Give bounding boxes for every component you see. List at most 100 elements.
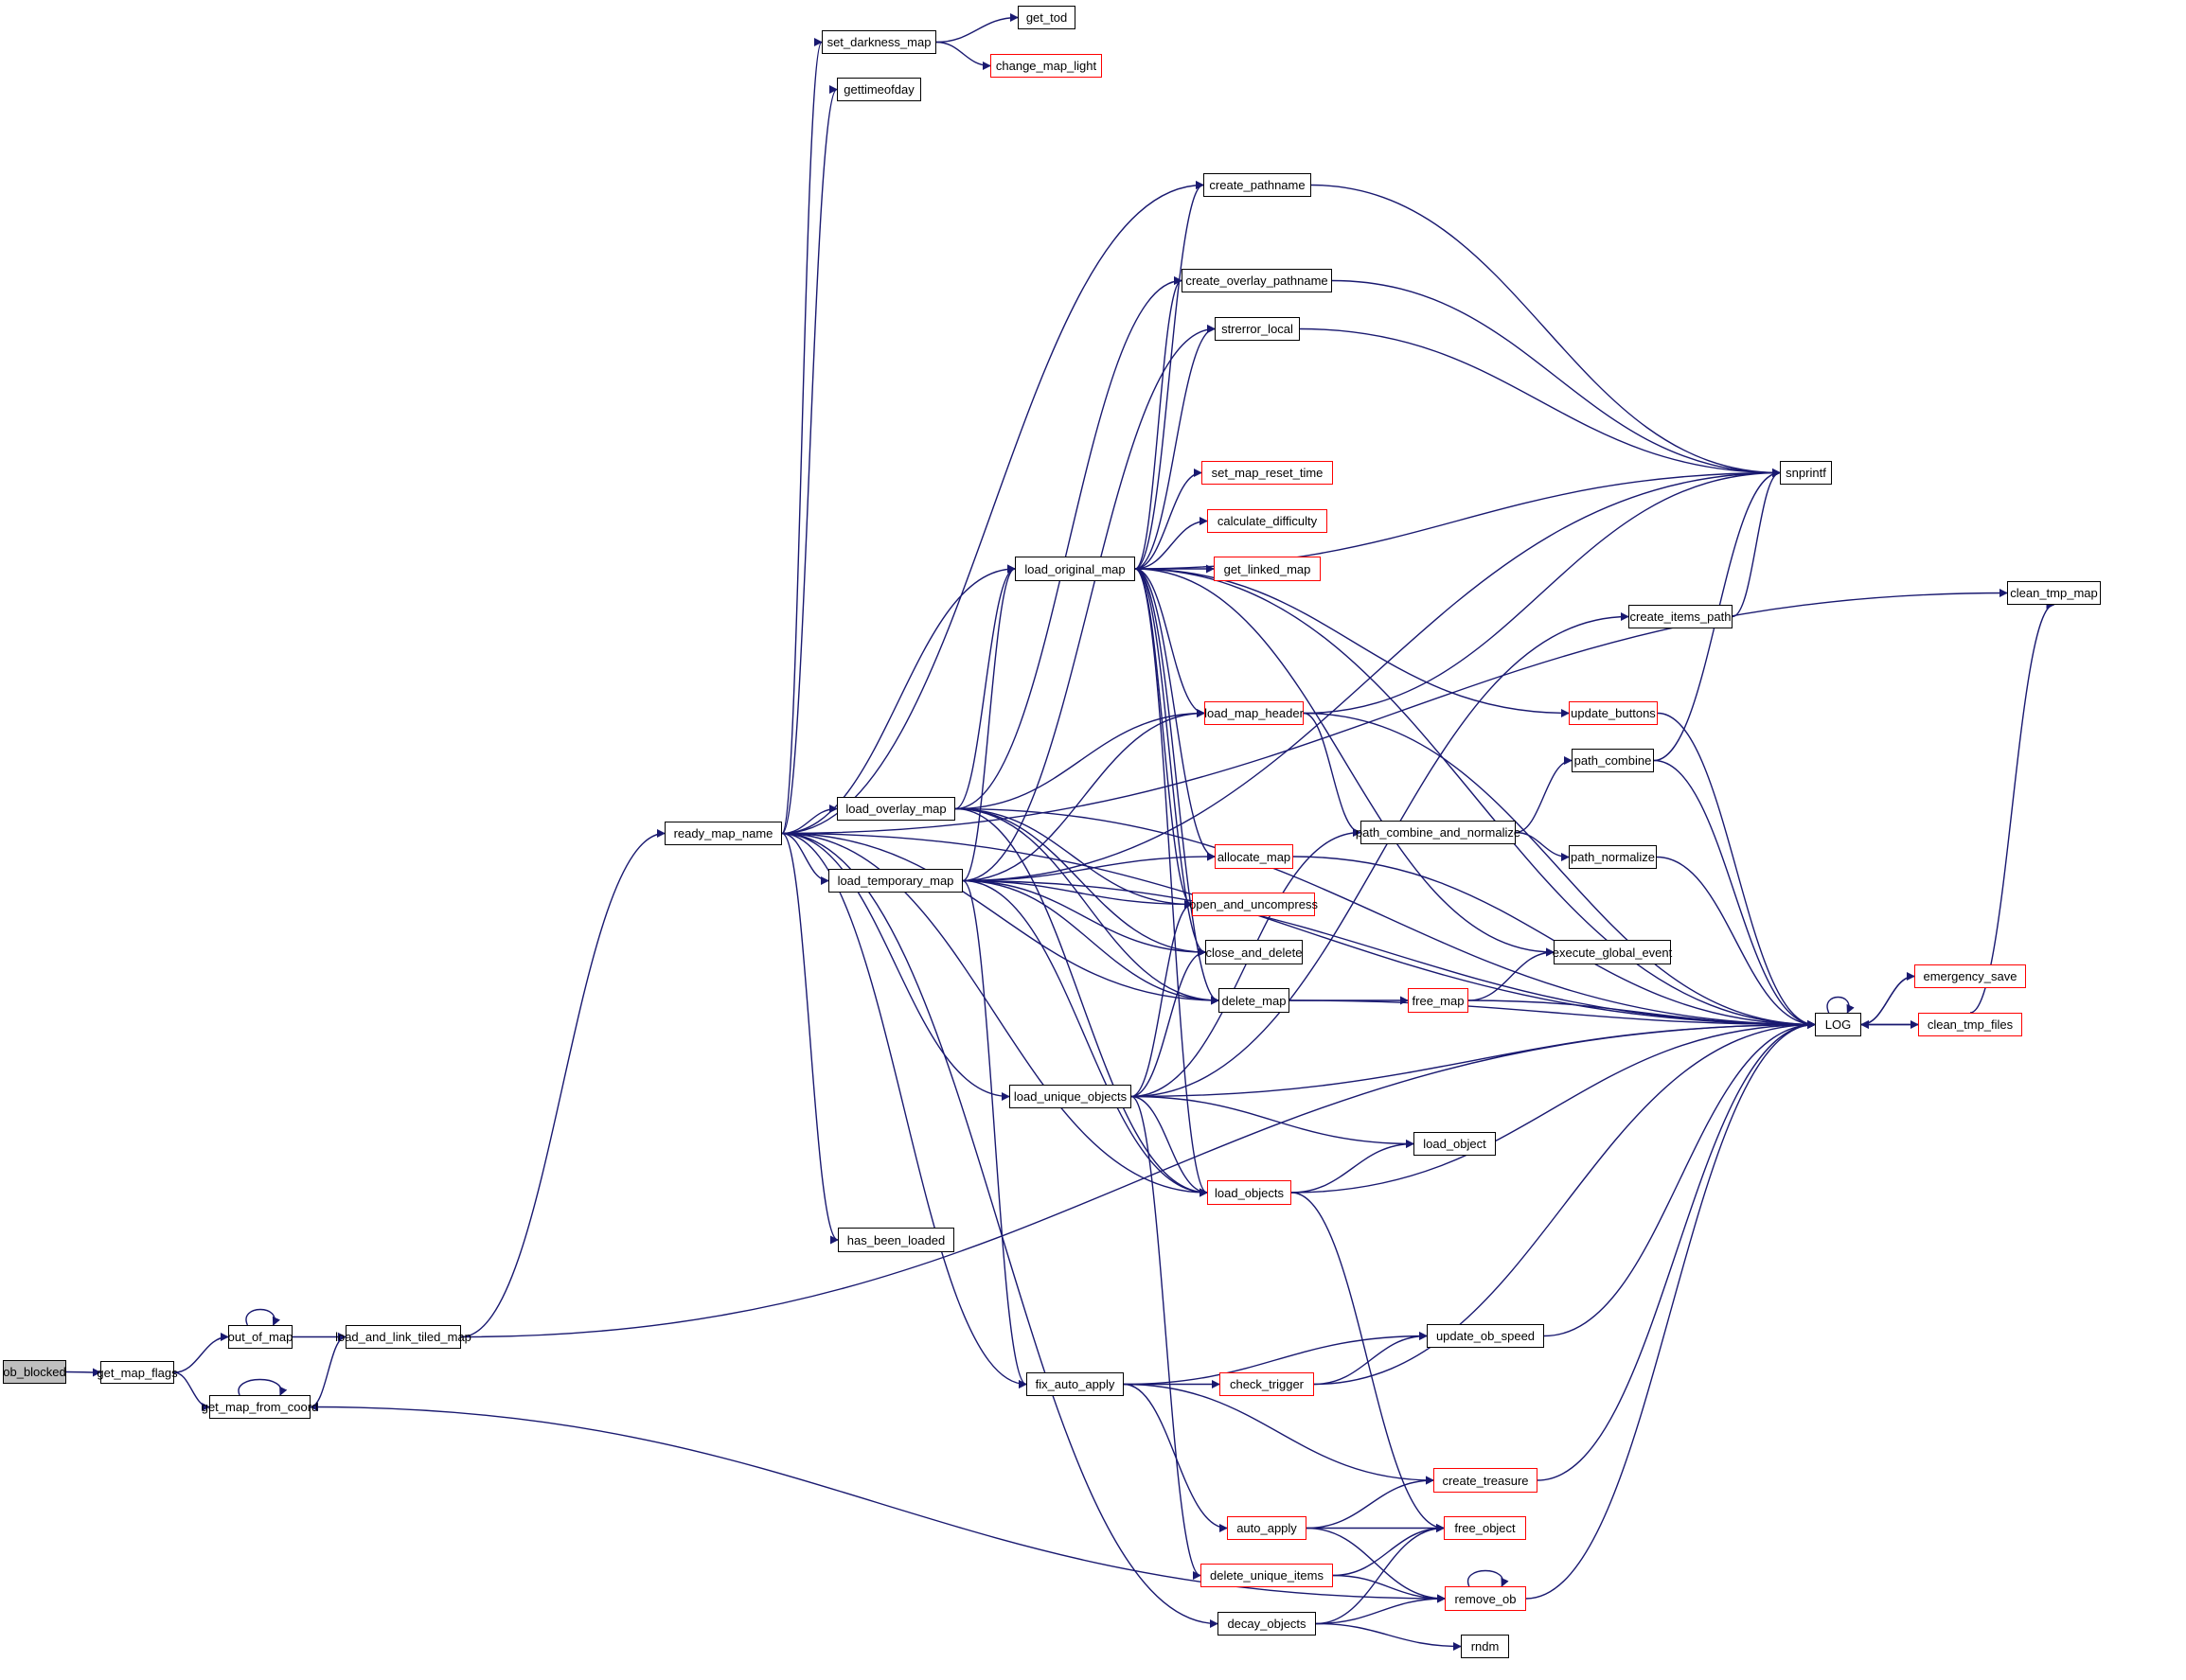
edge-ready_map_name-to-has_been_loaded — [781, 832, 839, 1245]
node-path-combine-and-normalize[interactable]: path_combine_and_normalize — [1356, 821, 1520, 844]
node-label: ready_map_name — [673, 826, 773, 840]
node-create-pathname[interactable]: create_pathname — [1203, 173, 1311, 197]
node-create-overlay-pathname[interactable]: create_overlay_pathname — [1182, 269, 1332, 292]
edge-get_map_from_coord-to-get_map_from_coord — [238, 1378, 288, 1396]
edge-load_temporary_map-to-LOG — [962, 879, 1816, 1029]
node-label: close_and_delete — [1205, 945, 1303, 960]
node-delete-unique-items[interactable]: delete_unique_items — [1200, 1564, 1333, 1587]
node-get-tod[interactable]: get_tod — [1018, 6, 1075, 29]
node-load-map-header[interactable]: load_map_header — [1204, 701, 1304, 725]
node-label: execute_global_event — [1552, 945, 1673, 960]
edge-emergency_save-to-LOG — [1860, 975, 1915, 1029]
node-set-map-reset-time[interactable]: set_map_reset_time — [1201, 461, 1333, 485]
node-execute-global-event[interactable]: execute_global_event — [1552, 940, 1673, 964]
node-rndm[interactable]: rndm — [1461, 1635, 1509, 1658]
edge-load_overlay_map-to-delete_map — [954, 807, 1219, 1005]
edge-ready_map_name-to-fix_auto_apply — [781, 832, 1027, 1388]
node-load-unique-objects[interactable]: load_unique_objects — [1009, 1085, 1131, 1108]
node-auto-apply[interactable]: auto_apply — [1227, 1516, 1306, 1540]
node-create-items-path[interactable]: create_items_path — [1628, 605, 1733, 628]
edge-ready_map_name-to-load_overlay_map — [781, 805, 838, 835]
edge-ready_map_name-to-create_pathname — [781, 181, 1204, 835]
node-label: gettimeofday — [844, 82, 915, 97]
node-free-map[interactable]: free_map — [1408, 988, 1468, 1013]
node-change-map-light[interactable]: change_map_light — [990, 54, 1102, 78]
node-load-temporary-map[interactable]: load_temporary_map — [828, 869, 963, 893]
edge-load_original_map-to-create_pathname — [1134, 181, 1204, 570]
edge-ready_map_name-to-LOG — [781, 832, 1816, 1029]
node-ob-blocked[interactable]: ob_blocked — [3, 1360, 66, 1384]
node-has-been-loaded[interactable]: has_been_loaded — [838, 1228, 954, 1252]
edge-set_darkness_map-to-get_tod — [935, 13, 1019, 44]
edge-load_unique_objects-to-LOG — [1130, 1020, 1816, 1098]
node-label: LOG — [1824, 1017, 1852, 1032]
edge-load_temporary_map-to-snprintf — [962, 469, 1781, 882]
edge-load_map_header-to-LOG — [1303, 712, 1816, 1029]
node-load-original-map[interactable]: load_original_map — [1015, 557, 1135, 581]
node-log[interactable]: LOG — [1815, 1013, 1861, 1036]
node-remove-ob[interactable]: remove_ob — [1445, 1586, 1526, 1611]
node-label: create_pathname — [1209, 178, 1306, 192]
node-check-trigger[interactable]: check_trigger — [1219, 1372, 1314, 1396]
node-close-and-delete[interactable]: close_and_delete — [1205, 940, 1303, 964]
edge-clean_tmp_files-to-clean_tmp_map — [1969, 600, 2055, 1014]
edge-ready_map_name-to-load_original_map — [781, 564, 1016, 835]
node-label: decay_objects — [1227, 1617, 1306, 1631]
node-open-and-uncompress[interactable]: open_and_uncompress — [1189, 893, 1318, 916]
edge-load_overlay_map-to-load_map_header — [954, 709, 1205, 810]
node-update-ob-speed[interactable]: update_ob_speed — [1427, 1324, 1544, 1348]
edge-load_temporary_map-to-fix_auto_apply — [962, 879, 1027, 1388]
node-decay-objects[interactable]: decay_objects — [1217, 1612, 1316, 1636]
edge-load_temporary_map-to-strerror_local — [962, 325, 1216, 882]
node-snprintf[interactable]: snprintf — [1780, 461, 1832, 485]
edge-load_unique_objects-to-open_and_uncompress — [1130, 900, 1193, 1098]
node-label: load_and_link_tiled_map — [335, 1330, 471, 1344]
node-clean-tmp-map[interactable]: clean_tmp_map — [2007, 581, 2101, 605]
edge-load_original_map-to-create_overlay_pathname — [1134, 276, 1182, 570]
node-label: load_overlay_map — [845, 802, 947, 816]
node-create-treasure[interactable]: create_treasure — [1433, 1468, 1537, 1493]
node-path-normalize[interactable]: path_normalize — [1569, 845, 1657, 869]
edge-load_original_map-to-close_and_delete — [1134, 568, 1206, 957]
node-label: path_combine_and_normalize — [1355, 825, 1521, 840]
node-ready-map-name[interactable]: ready_map_name — [665, 822, 782, 845]
edge-get_map_flags-to-out_of_map — [173, 1333, 229, 1373]
node-allocate-map[interactable]: allocate_map — [1215, 844, 1293, 869]
node-path-combine[interactable]: path_combine — [1572, 749, 1654, 772]
edge-decay_objects-to-rndm — [1315, 1622, 1462, 1651]
edge-load_overlay_map-to-create_overlay_pathname — [954, 276, 1182, 810]
node-emergency-save[interactable]: emergency_save — [1914, 964, 2026, 988]
node-get-map-from-coord[interactable]: get_map_from_coord — [202, 1395, 318, 1419]
edge-load_temporary_map-to-load_objects — [962, 879, 1208, 1197]
edge-check_trigger-to-LOG — [1313, 1020, 1816, 1386]
node-load-and-link-tiled-map[interactable]: load_and_link_tiled_map — [335, 1325, 471, 1349]
edge-decay_objects-to-remove_ob — [1315, 1594, 1446, 1625]
node-calculate-difficulty[interactable]: calculate_difficulty — [1207, 509, 1327, 533]
node-label: get_map_flags — [97, 1365, 178, 1380]
edge-decay_objects-to-free_object — [1315, 1524, 1445, 1625]
node-label: remove_ob — [1454, 1591, 1517, 1606]
edge-load_unique_objects-to-close_and_delete — [1130, 947, 1206, 1098]
node-strerror-local[interactable]: strerror_local — [1215, 317, 1300, 341]
edge-load_objects-to-load_object — [1290, 1140, 1414, 1194]
edge-load_original_map-to-strerror_local — [1134, 325, 1216, 570]
edge-ready_map_name-to-load_temporary_map — [781, 832, 829, 885]
node-label: rndm — [1470, 1639, 1500, 1653]
node-update-buttons[interactable]: update_buttons — [1569, 701, 1658, 725]
node-clean-tmp-files[interactable]: clean_tmp_files — [1918, 1013, 2022, 1036]
node-gettimeofday[interactable]: gettimeofday — [837, 78, 921, 101]
node-delete-map[interactable]: delete_map — [1218, 988, 1289, 1013]
node-load-object[interactable]: load_object — [1413, 1132, 1496, 1156]
node-free-object[interactable]: free_object — [1444, 1516, 1526, 1540]
node-get-map-flags[interactable]: get_map_flags — [97, 1361, 178, 1384]
node-fix-auto-apply[interactable]: fix_auto_apply — [1026, 1372, 1124, 1396]
node-label: create_overlay_pathname — [1185, 274, 1328, 288]
node-load-objects[interactable]: load_objects — [1207, 1180, 1291, 1205]
node-set-darkness-map[interactable]: set_darkness_map — [822, 30, 936, 54]
edge-update_buttons-to-LOG — [1657, 712, 1816, 1029]
edge-load_original_map-to-load_map_header — [1134, 568, 1205, 717]
node-load-overlay-map[interactable]: load_overlay_map — [837, 797, 955, 821]
node-get-linked-map[interactable]: get_linked_map — [1214, 557, 1321, 581]
node-out-of-map[interactable]: out_of_map — [228, 1325, 293, 1349]
node-label: set_darkness_map — [826, 35, 932, 49]
